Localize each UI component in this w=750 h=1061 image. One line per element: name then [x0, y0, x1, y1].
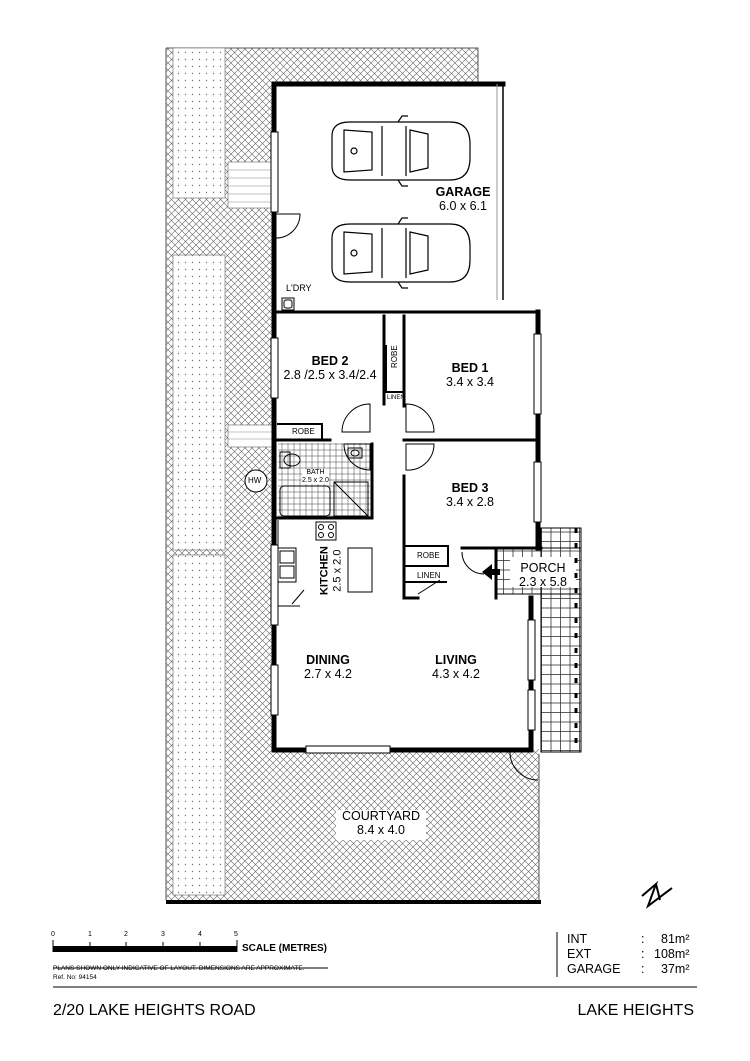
room-dims: 6.0 x 6.1 — [439, 199, 487, 214]
windows — [270, 131, 542, 754]
yard-hatching — [165, 47, 540, 900]
robe-label-bed1: ROBE — [390, 345, 399, 368]
robe-label-bed2: ROBE — [292, 427, 315, 436]
room-living: LIVING 4.3 x 4.2 — [418, 653, 494, 682]
room-dims: 2.3 x 5.8 — [519, 575, 567, 590]
area-value: 37m² — [661, 962, 690, 976]
area-sep: : — [641, 947, 645, 961]
room-name: BED 2 — [311, 354, 349, 368]
disclaimer: PLANS SHOWN ONLY INDICATIVE OF LAYOUT. D… — [53, 965, 305, 972]
room-dims: 3.4 x 3.4 — [446, 375, 494, 390]
room-porch: PORCH 2.3 x 5.8 — [509, 561, 577, 590]
area-label: EXT — [567, 947, 592, 961]
room-bath: BATH 2.5 x 2.0 — [302, 469, 329, 485]
linen-label-top: LINEN — [387, 395, 405, 401]
fixtures — [277, 297, 373, 607]
area-sep: : — [641, 962, 645, 976]
room-dims: 2.8 /2.5 x 3.4/2.4 — [283, 368, 377, 383]
room-dims: 8.4 x 4.0 — [357, 823, 405, 838]
room-name: LIVING — [435, 653, 477, 667]
room-name: PORCH — [520, 561, 566, 575]
room-name: DINING — [306, 653, 350, 667]
room-bed-1: BED 1 3.4 x 3.4 — [425, 361, 515, 390]
area-label: GARAGE — [567, 962, 621, 976]
scale-tick: 1 — [88, 931, 92, 938]
room-kitchen: KITCHEN 2.5 x 2.0 — [318, 536, 343, 606]
scale-bar — [52, 940, 238, 952]
robe-label-bed3: ROBE — [417, 551, 440, 560]
area-value: 108m² — [654, 947, 690, 961]
hot-water-unit — [244, 469, 268, 493]
room-laundry: L'DRY — [286, 283, 312, 293]
scale-tick: 3 — [161, 931, 165, 938]
car-top-icon — [331, 115, 471, 289]
area-label: INT — [567, 932, 588, 946]
north-arrow-icon — [641, 880, 673, 909]
porch-tiles — [495, 527, 582, 753]
room-bed-2: BED 2 2.8 /2.5 x 3.4/2.4 — [276, 354, 384, 383]
scale-tick: 2 — [124, 931, 128, 938]
room-name: GARAGE — [435, 185, 491, 199]
ref-number: Ref. No: 94154 — [53, 974, 97, 981]
room-garage: GARAGE 6.0 x 6.1 — [425, 185, 501, 214]
room-dims: 3.4 x 2.8 — [446, 495, 494, 510]
entry-arrow-icon — [482, 564, 500, 580]
scale-tick: 4 — [198, 931, 202, 938]
room-bed-3: BED 3 3.4 x 2.8 — [425, 481, 515, 510]
room-courtyard: COURTYARD 8.4 x 4.0 — [336, 809, 426, 838]
room-dims: 4.3 x 4.2 — [432, 667, 480, 682]
property-suburb: LAKE HEIGHTS — [577, 1002, 694, 1019]
scale-label: SCALE (METRES) — [242, 943, 327, 954]
scale-tick: 0 — [51, 931, 55, 938]
room-dims: 2.5 x 2.0 — [331, 549, 343, 592]
walls — [271, 81, 543, 753]
room-name: BED 3 — [451, 481, 489, 495]
area-value: 81m² — [661, 932, 690, 946]
hot-water-label: HW — [248, 476, 262, 485]
room-name: BED 1 — [451, 361, 489, 375]
property-address: 2/20 LAKE HEIGHTS ROAD — [53, 1002, 256, 1019]
scale-tick: 5 — [234, 931, 238, 938]
room-dims: 2.7 x 4.2 — [304, 667, 352, 682]
area-sep: : — [641, 932, 645, 946]
room-name: KITCHEN — [318, 546, 331, 596]
door-swings — [275, 213, 539, 781]
room-name: BATH — [306, 469, 325, 476]
room-name: COURTYARD — [341, 809, 420, 823]
room-dims: 2.5 x 2.0 — [302, 476, 329, 484]
room-dining: DINING 2.7 x 4.2 — [290, 653, 366, 682]
linen-label-bottom: LINEN — [417, 571, 441, 580]
